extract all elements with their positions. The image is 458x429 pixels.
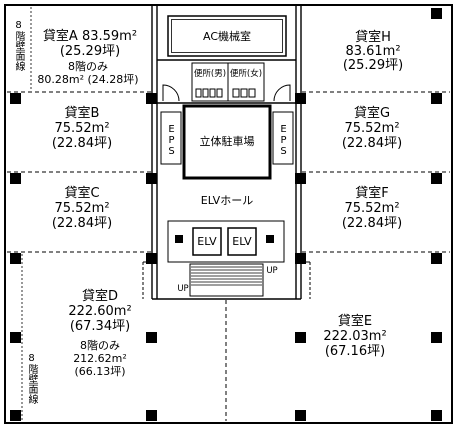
column — [146, 253, 157, 264]
room-c-area: 75.52m² — [54, 201, 110, 216]
elevator-block — [167, 220, 285, 263]
room-d-name: 貸室D — [81, 289, 118, 304]
column — [10, 93, 21, 104]
room-f-name: 貸室F — [355, 186, 389, 201]
room-f-tsubo: (22.84坪) — [341, 216, 403, 231]
ac-room-label: AC機械室 — [202, 30, 251, 43]
stair-treads — [191, 266, 262, 286]
toilet-door-swing-left — [162, 84, 180, 102]
room-d-note-area: 212.62m² — [73, 352, 127, 365]
column — [295, 253, 306, 264]
elevator-car-1 — [192, 227, 222, 256]
toilet-fixture — [232, 88, 240, 98]
room-e-tsubo: (67.16坪) — [324, 344, 386, 359]
room-e-name: 貸室E — [337, 314, 373, 329]
room-g-tsubo: (22.84坪) — [341, 136, 403, 151]
room-d-area: 222.60m² — [68, 304, 132, 319]
eps-left-label: EPS — [166, 124, 177, 157]
tenant-boundaries — [7, 91, 450, 421]
toilet-fixture — [240, 88, 248, 98]
room-g-area: 75.52m² — [344, 121, 400, 136]
column — [146, 173, 157, 184]
room-h-name: 貸室H — [355, 30, 391, 45]
staircase-outline — [189, 263, 264, 297]
column — [295, 93, 306, 104]
elevator-2-label: ELV — [232, 235, 252, 248]
room-a-tsubo: (25.29坪) — [59, 44, 121, 59]
column — [10, 410, 21, 421]
room-a-note-area-line: 80.28m² (24.28坪) — [28, 74, 148, 85]
room-b-tsubo: (22.84坪) — [51, 136, 113, 151]
column — [431, 332, 442, 343]
elevator-marker-left — [175, 235, 183, 243]
structural-columns — [10, 8, 442, 421]
eighth-floor-wall-lines — [21, 7, 32, 421]
room-c-name: 貸室C — [64, 186, 100, 201]
outer-wall — [4, 4, 453, 424]
elevator-hall-label: ELVホール — [200, 194, 254, 207]
toilet-door-swing-right — [273, 84, 291, 102]
room-b-name: 貸室B — [64, 106, 100, 121]
elevator-marker-right — [266, 235, 274, 243]
toilet-men-label: 便所(男) — [193, 69, 227, 79]
room-a-title: 貸室A 83.59m² — [30, 30, 150, 43]
core-walls — [151, 6, 302, 300]
room-d-note-tsubo: (66.13坪) — [74, 365, 126, 378]
column — [431, 410, 442, 421]
room-a-area: 83.59m² — [81, 29, 138, 44]
room-d-tsubo: (67.34坪) — [69, 319, 131, 334]
room-g-name: 貸室G — [353, 106, 391, 121]
elevator-1-label: ELV — [197, 235, 217, 248]
ac-room-outline — [167, 15, 287, 57]
ac-room-inner-outline — [171, 19, 283, 53]
room-h-tsubo: (25.29坪) — [342, 58, 404, 73]
column — [431, 253, 442, 264]
room-a-name: 貸室A — [42, 29, 78, 44]
wall-line-note-bottom: 8階壁面線 — [26, 353, 37, 404]
room-h-area: 83.61m² — [345, 44, 401, 59]
room-d-note: 8階のみ — [80, 339, 120, 352]
column — [431, 93, 442, 104]
toilet-fixture — [209, 88, 216, 98]
column — [10, 173, 21, 184]
column — [295, 410, 306, 421]
eps-room-right — [272, 111, 294, 165]
elevator-car-2 — [227, 227, 257, 256]
room-e-area: 222.03m² — [323, 329, 387, 344]
room-f-area: 75.52m² — [344, 201, 400, 216]
column — [10, 332, 21, 343]
column — [10, 253, 21, 264]
room-a-note: 8階のみ — [68, 60, 108, 73]
toilets — [162, 62, 291, 102]
parking-label: 立体駐車場 — [199, 135, 255, 148]
staircase — [189, 263, 264, 297]
room-c-tsubo: (22.84坪) — [51, 216, 113, 231]
toilet-fixture — [248, 88, 256, 98]
wall-line-note-top: 8階壁面線 — [13, 20, 24, 71]
stair-up-lower-label: UP — [177, 284, 189, 294]
column — [295, 332, 306, 343]
room-a-note-tsubo: (24.28坪) — [87, 73, 139, 86]
toilet-fixture — [195, 88, 202, 98]
room-b-area: 75.52m² — [54, 121, 110, 136]
toilet-fixture — [216, 88, 223, 98]
eps-right-label: EPS — [278, 124, 289, 157]
stair-up-upper-label: UP — [266, 266, 278, 276]
column — [431, 8, 442, 19]
eps-room-left — [160, 111, 182, 165]
column — [146, 93, 157, 104]
column — [431, 173, 442, 184]
column — [146, 410, 157, 421]
parking-shaft — [182, 104, 272, 180]
toilet-women-label: 便所(女) — [229, 69, 263, 79]
column — [295, 173, 306, 184]
room-a-note-area: 80.28m² — [37, 73, 85, 86]
core-entrance-recesses — [142, 261, 311, 299]
column — [146, 332, 157, 343]
toilet-fixture — [202, 88, 209, 98]
